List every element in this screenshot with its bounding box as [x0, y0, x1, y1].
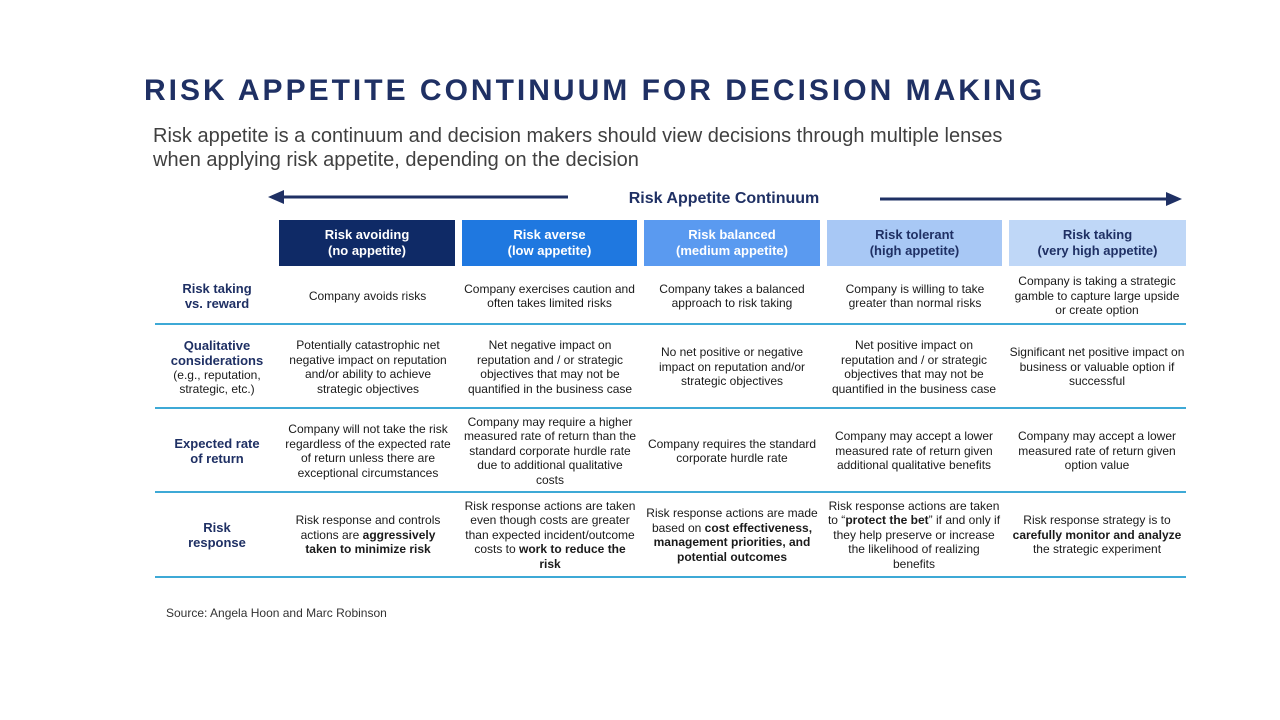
- row-label-qualitative-considerations: Qualitative considerations (e.g., reputa…: [156, 327, 278, 407]
- cell-text: Risk response actions are taken to “prot…: [826, 499, 1002, 572]
- cell-text: Significant net positive impact on busin…: [1009, 345, 1185, 389]
- continuum-label: Risk Appetite Continuum: [628, 190, 820, 207]
- cell-text: Company may require a higher measured ra…: [463, 414, 637, 487]
- row-separator: [155, 576, 1186, 578]
- subtitle-line-2: when applying risk appetite, depending o…: [153, 149, 639, 171]
- column-header-title: Risk taking: [1062, 227, 1133, 242]
- column-header-title: Risk averse: [513, 227, 586, 242]
- cell-text: Company is taking a strategic gamble to …: [1014, 274, 1180, 318]
- cell-return-averse: Company may require a higher measured ra…: [463, 411, 637, 491]
- cell-text-plain: ” if and only if they help preserve or i…: [833, 513, 1001, 571]
- column-header-title: Risk tolerant: [875, 227, 954, 242]
- cell-qualitative-balanced: No net positive or negative impact on re…: [648, 327, 816, 407]
- column-header-subtitle: (very high appetite): [1037, 243, 1158, 258]
- cell-response-averse: Risk response actions are taken even tho…: [464, 495, 636, 575]
- cell-text-plain: Risk response actions are taken to “: [827, 498, 1000, 528]
- cell-risk-reward-tolerant: Company is willing to take greater than …: [834, 270, 996, 322]
- row-label-line-2: vs. reward: [184, 296, 250, 311]
- column-header-risk-tolerant: Risk tolerant (high appetite): [827, 220, 1002, 266]
- cell-text: Company is willing to take greater than …: [845, 281, 985, 311]
- cell-text-emphasis: protect the bet: [845, 513, 929, 528]
- cell-text: Risk response actions are taken even tho…: [464, 499, 636, 572]
- column-header-risk-taking: Risk taking (very high appetite): [1009, 220, 1186, 266]
- cell-return-taking: Company may accept a lower measured rate…: [1008, 411, 1186, 491]
- column-header-risk-avoiding: Risk avoiding (no appetite): [279, 220, 455, 266]
- source-note: Source: Angela Hoon and Marc Robinson: [166, 606, 387, 620]
- column-header-risk-balanced: Risk balanced (medium appetite): [644, 220, 820, 266]
- cell-text: Risk response and controls actions are a…: [284, 513, 452, 557]
- column-header-subtitle: (no appetite): [328, 243, 406, 258]
- cell-text: Company may accept a lower measured rate…: [1017, 429, 1177, 473]
- cell-text-emphasis: carefully monitor and analyze: [1012, 527, 1182, 542]
- row-label-line-2: considerations: [170, 353, 264, 368]
- cell-return-balanced: Company requires the standard corporate …: [643, 411, 821, 491]
- column-header-title: Risk avoiding: [324, 227, 410, 242]
- cell-response-balanced: Risk response actions are made based on …: [646, 495, 818, 575]
- column-header-subtitle: (high appetite): [869, 243, 960, 258]
- cell-text: Net negative impact on reputation and / …: [467, 338, 633, 396]
- row-label-note-2: strategic, etc.): [179, 382, 255, 396]
- cell-qualitative-averse: Net negative impact on reputation and / …: [466, 327, 634, 407]
- cell-text: Company requires the standard corporate …: [647, 436, 817, 466]
- cell-text: Company takes a balanced approach to ris…: [659, 281, 805, 311]
- row-label-line-1: Expected rate: [174, 436, 260, 451]
- cell-text-emphasis: work to reduce the risk: [519, 542, 626, 571]
- row-label-line-1: Qualitative: [183, 338, 251, 353]
- column-header-subtitle: (medium appetite): [676, 243, 788, 258]
- row-separator: [155, 323, 1186, 325]
- row-label-line-1: Risk taking: [182, 281, 252, 296]
- row-label-note-1: (e.g., reputation,: [173, 368, 261, 382]
- cell-text-emphasis: cost effectiveness, management prioritie…: [653, 520, 813, 564]
- row-separator: [155, 491, 1186, 493]
- row-label-line-1: Risk: [203, 520, 231, 535]
- row-label-line-2: of return: [190, 451, 244, 466]
- cell-text: Potentially catastrophic net negative im…: [289, 338, 447, 396]
- page-subtitle: Risk appetite is a continuum and decisio…: [153, 124, 1153, 172]
- subtitle-line-1: Risk appetite is a continuum and decisio…: [153, 125, 1003, 147]
- cell-response-avoiding: Risk response and controls actions are a…: [284, 495, 452, 575]
- cell-text-plain: Risk response actions are taken even tho…: [464, 498, 636, 557]
- cell-text: Company avoids risks: [308, 288, 427, 303]
- continuum-arrow: Risk Appetite Continuum: [268, 186, 1184, 212]
- double-arrow-icon: [268, 190, 1182, 206]
- cell-text: Company exercises caution and often take…: [464, 281, 635, 311]
- cell-text-plain: the strategic experiment: [1032, 542, 1162, 557]
- cell-response-tolerant: Risk response actions are taken to “prot…: [826, 495, 1002, 575]
- row-label-risk-taking-vs-reward: Risk taking vs. reward: [156, 270, 278, 322]
- cell-risk-reward-taking: Company is taking a strategic gamble to …: [1010, 270, 1184, 322]
- cell-qualitative-tolerant: Net positive impact on reputation and / …: [831, 327, 997, 407]
- cell-return-avoiding: Company will not take the risk regardles…: [282, 411, 454, 491]
- cell-text-emphasis: aggressively taken to minimize risk: [305, 527, 436, 557]
- row-label-risk-response: Risk response: [156, 495, 278, 575]
- row-separator: [155, 407, 1186, 409]
- column-header-risk-averse: Risk averse (low appetite): [462, 220, 637, 266]
- cell-text: No net positive or negative impact on re…: [658, 345, 806, 389]
- cell-risk-reward-avoiding: Company avoids risks: [280, 270, 455, 322]
- cell-text-plain: Risk response strategy is to: [1023, 513, 1171, 528]
- row-label-expected-rate-of-return: Expected rate of return: [156, 411, 278, 491]
- row-label-line-2: response: [188, 535, 246, 550]
- cell-text: Company will not take the risk regardles…: [285, 422, 451, 480]
- cell-return-tolerant: Company may accept a lower measured rate…: [826, 411, 1002, 491]
- cell-text: Risk response actions are made based on …: [646, 506, 818, 564]
- column-header-title: Risk balanced: [688, 227, 776, 242]
- cell-risk-reward-balanced: Company takes a balanced approach to ris…: [646, 270, 818, 322]
- column-header-subtitle: (low appetite): [507, 243, 592, 258]
- cell-risk-reward-averse: Company exercises caution and often take…: [463, 270, 636, 322]
- cell-qualitative-taking: Significant net positive impact on busin…: [1008, 327, 1186, 407]
- cell-text-plain: Risk response and controls actions are: [295, 513, 441, 542]
- cell-qualitative-avoiding: Potentially catastrophic net negative im…: [282, 327, 454, 407]
- page-title: RISK APPETITE CONTINUUM FOR DECISION MAK…: [144, 74, 1046, 107]
- cell-text-plain: Risk response actions are made based on: [646, 506, 818, 535]
- cell-text: Risk response strategy is to carefully m…: [1012, 513, 1182, 557]
- cell-text: Net positive impact on reputation and / …: [831, 338, 997, 396]
- cell-response-taking: Risk response strategy is to carefully m…: [1012, 495, 1182, 575]
- cell-text: Company may accept a lower measured rate…: [834, 429, 994, 473]
